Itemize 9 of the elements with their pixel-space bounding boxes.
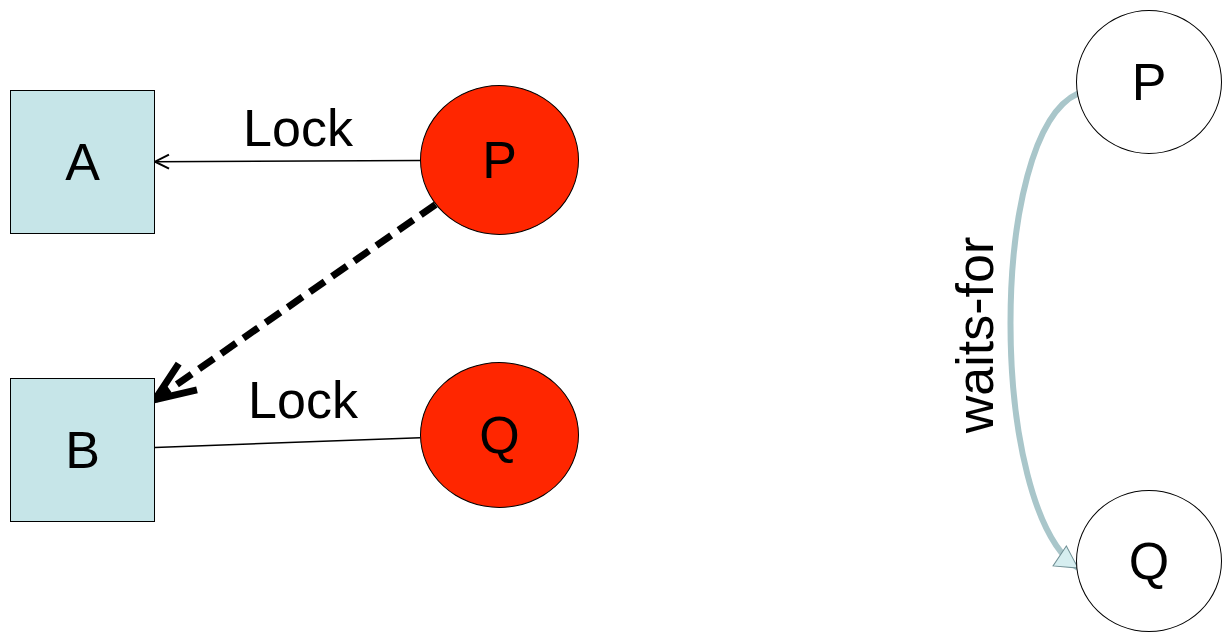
- node-label: B: [65, 424, 100, 476]
- arrow: [154, 153, 421, 170]
- node-label: A: [65, 136, 100, 188]
- resource-box: [10, 90, 155, 234]
- node-label: P: [482, 134, 517, 186]
- resource-box: [10, 378, 155, 522]
- node-label: P: [1131, 56, 1167, 108]
- node-label: Q: [479, 409, 520, 461]
- node-label: Q: [1128, 535, 1170, 587]
